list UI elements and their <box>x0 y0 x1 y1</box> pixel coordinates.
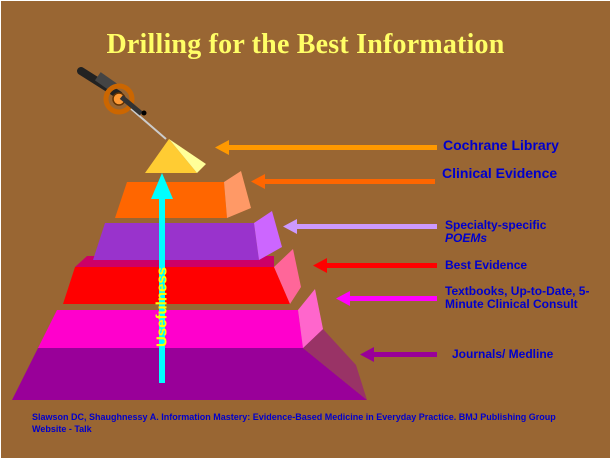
slide-title: Drilling for the Best Information <box>106 29 505 60</box>
label-specialty-specific-line1: Specialty-specific <box>445 218 547 232</box>
label-cochrane-library: Cochrane Library <box>443 137 559 153</box>
arrow-clinical-evidence <box>251 174 435 189</box>
pyramid-level-textbooks <box>38 289 323 348</box>
source-citation: Slawson DC, Shaughnessy A. Information M… <box>32 412 556 435</box>
label-poems: POEMs <box>445 230 488 245</box>
usefulness-arrow <box>151 173 173 383</box>
pyramid-level-poems <box>93 211 282 260</box>
arrow-best-evidence <box>313 258 437 273</box>
pyramid-level-cochrane <box>145 139 206 173</box>
usefulness-label: Usefulness <box>153 266 171 348</box>
label-clinical-evidence: Clinical Evidence <box>442 165 558 181</box>
label-best-evidence: Best Evidence <box>445 258 528 272</box>
arrow-textbooks <box>336 291 437 306</box>
arrow-journals <box>360 347 437 362</box>
pyramid-level-clinical-evidence <box>115 171 251 218</box>
arrow-cochrane <box>215 140 437 155</box>
arrow-poems <box>283 219 437 234</box>
label-textbooks: Textbooks, Up-to-Date, 5-Minute Clinical… <box>445 284 590 311</box>
hand-drill-icon <box>77 67 167 140</box>
label-journals-medline: Journals/ Medline <box>452 347 554 361</box>
label-specialty-specific: Specialty-specific POEMs <box>445 219 546 244</box>
